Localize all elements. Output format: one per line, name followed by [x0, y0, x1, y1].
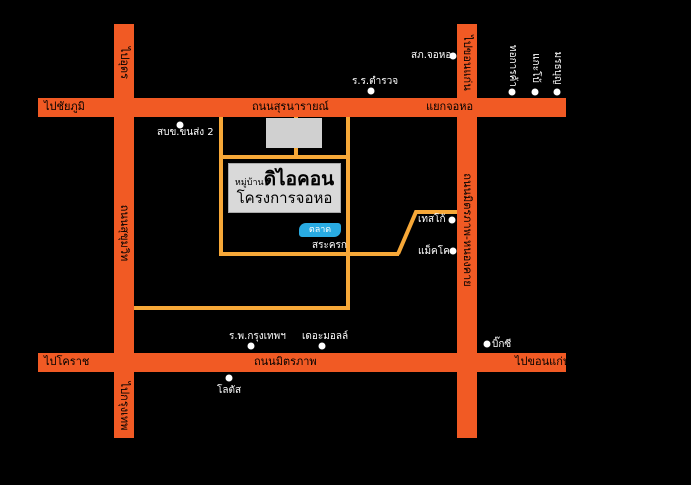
- poi-tesco: เทสโก้: [418, 214, 446, 225]
- project-box[interactable]: หมู่บ้าน ดิไอคอน โครงการจอหอ: [228, 163, 341, 213]
- poi-top3: มรธบุญ: [552, 51, 563, 85]
- poi-dot-top1[interactable]: [508, 88, 516, 96]
- buildings-block: [266, 118, 322, 148]
- poi-dot-bus-station[interactable]: [176, 121, 184, 129]
- poi-makro: แม็คโคร: [418, 246, 456, 257]
- poi-dot-makro[interactable]: [449, 247, 457, 255]
- road-left-vertical: [114, 24, 134, 438]
- poi-jor-hor: สภ.จอหอ: [411, 50, 452, 61]
- lane-3: [346, 117, 350, 310]
- project-prefix: หมู่บ้าน: [234, 178, 264, 188]
- label-sunarai-road: ถนนสุรนารายณ์: [252, 100, 329, 113]
- road-mittraphap-horizontal: [38, 353, 566, 372]
- road-right-vertical: [457, 24, 477, 438]
- label-to-korat: ไปโคราช: [44, 355, 90, 368]
- market-sub-label: สระครก: [312, 240, 347, 251]
- poi-dot-lotus[interactable]: [225, 374, 233, 382]
- project-sub: โครงการจอหอ: [236, 189, 333, 207]
- lane-6: [134, 306, 350, 310]
- poi-dot-bkh[interactable]: [247, 342, 255, 350]
- poi-dot-terminal[interactable]: [318, 342, 326, 350]
- label-to-chaiyaphum: ไปชัยภูมิ: [44, 100, 85, 113]
- poi-dot-police-school[interactable]: [367, 87, 375, 95]
- road-sunarai: [38, 98, 566, 117]
- poi-bus-station: สบข.ขนส่ง 2: [157, 127, 214, 138]
- lane-1: [219, 117, 223, 256]
- poi-terminal: เดอะมอลล์: [302, 331, 349, 342]
- poi-dot-tesco[interactable]: [448, 216, 456, 224]
- poi-dot-top2[interactable]: [531, 88, 539, 96]
- poi-dot-big-c[interactable]: [483, 340, 491, 348]
- poi-bkh: ร.พ.กรุงเทพฯ: [229, 331, 286, 342]
- poi-lotus: โลตัส: [217, 385, 242, 396]
- poi-big-c: บิ๊กซี: [492, 339, 512, 350]
- label-mittraphap-road: ถนนมิตรภาพ: [254, 355, 317, 368]
- poi-police-school: ร.ร.ตำรวจ: [352, 76, 399, 87]
- poi-dot-jor-hor[interactable]: [449, 52, 457, 60]
- poi-top1: ทอการค้า: [507, 45, 518, 87]
- label-jor-hor-junction: แยกจอหอ: [426, 100, 474, 113]
- project-name: ดิไอคอน: [263, 168, 335, 190]
- market-badge[interactable]: ตลาด: [299, 223, 341, 237]
- label-to-khonkaen: ไปขอนแก่น: [515, 355, 571, 368]
- poi-top2: แกะโบ้: [530, 53, 541, 83]
- project-title: หมู่บ้าน ดิไอคอน: [235, 169, 334, 189]
- lane-5: [219, 252, 399, 256]
- poi-dot-top3[interactable]: [553, 88, 561, 96]
- lane-4: [219, 155, 350, 159]
